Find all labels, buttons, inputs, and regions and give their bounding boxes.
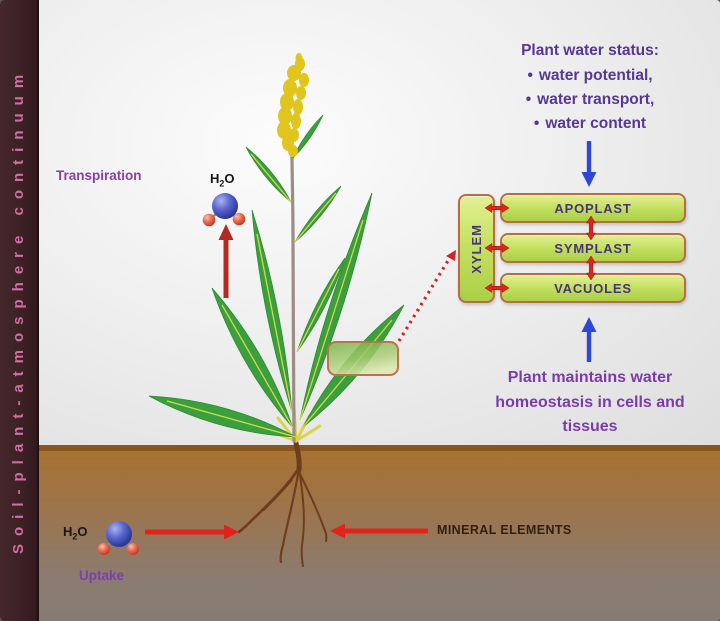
bullet-icon: • [525, 91, 532, 108]
uptake-label: Uptake [79, 568, 125, 583]
sidebar-title: Soil-plant-atmosphere continuum [10, 66, 27, 555]
apoplast-box: APOPLAST [500, 193, 686, 223]
mineral-elements-label: MINERAL ELEMENTS [437, 523, 572, 537]
plant-water-status-title: Plant water status: [521, 42, 659, 59]
symplast-box: SYMPLAST [500, 233, 686, 263]
sidebar: Soil-plant-atmosphere continuum [0, 0, 39, 621]
xylem-label: XYLEM [469, 223, 484, 274]
xylem-box: XYLEM [458, 194, 495, 303]
h2o-label-top: H2O [210, 171, 235, 189]
soil-surface-line [37, 445, 720, 451]
status-bullet-item: •water content [533, 115, 647, 132]
soil-region [37, 445, 720, 621]
plant-water-status-block: Plant water status: •water potential, •w… [480, 38, 700, 136]
transpiration-label: Transpiration [56, 168, 142, 183]
bullet-icon: • [527, 67, 533, 84]
h2o-label-bottom: H2O [63, 524, 88, 542]
status-bullet-item: •water transport, [525, 91, 655, 108]
bullet-icon: • [533, 115, 540, 132]
vacuoles-box: VACUOLES [500, 273, 686, 303]
homeostasis-text-block: Plant maintains water homeostasis in cel… [495, 369, 685, 435]
status-bullet-item: •water potential, [527, 67, 653, 84]
